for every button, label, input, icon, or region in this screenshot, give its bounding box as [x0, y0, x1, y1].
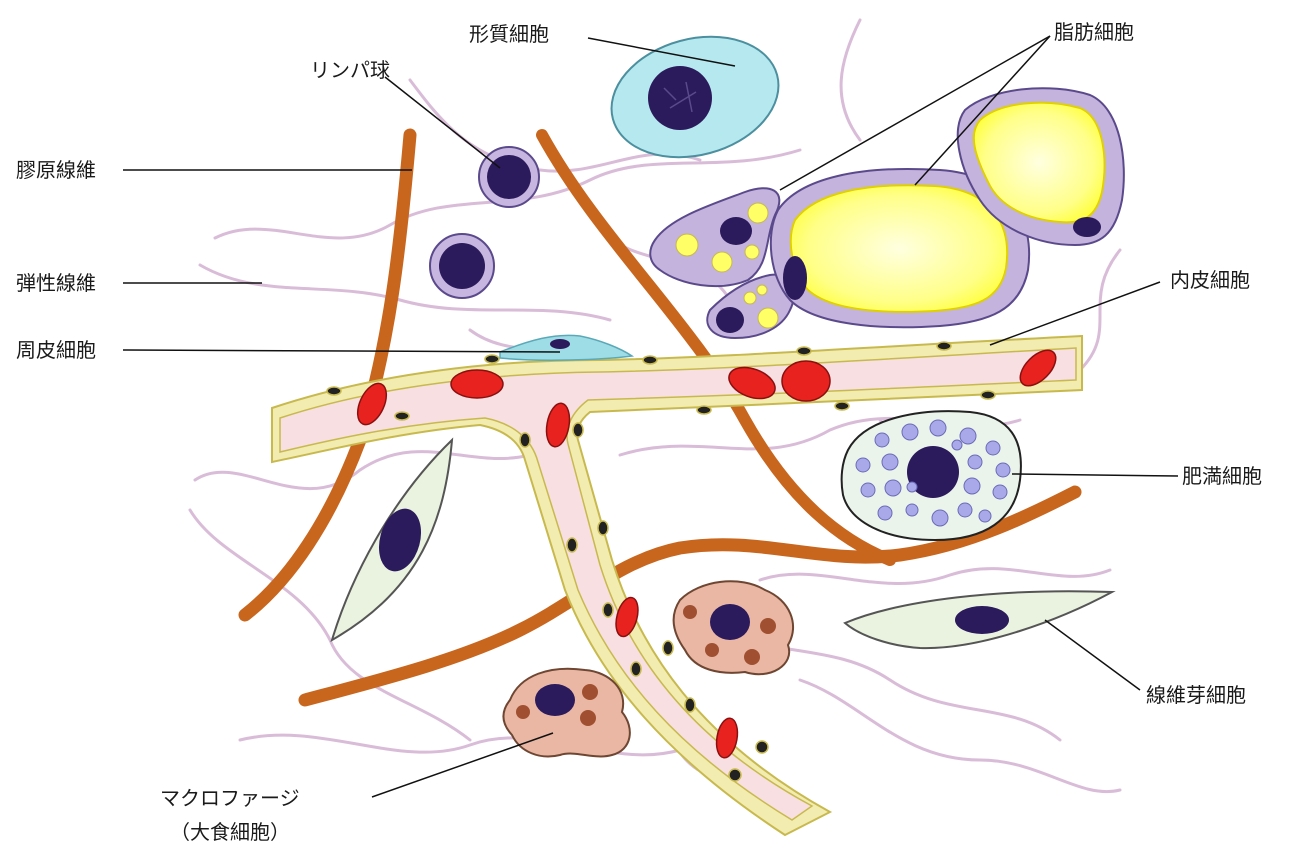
- endothelial-nucleus: [697, 406, 711, 414]
- elastic-fiber: [190, 510, 470, 740]
- elastic-fiber: [200, 265, 610, 320]
- endothelial-nucleus: [981, 391, 995, 399]
- endothelial-nucleus: [643, 356, 657, 364]
- label-mast-cell: 肥満細胞: [1182, 466, 1262, 486]
- endothelial-nucleus: [756, 741, 768, 753]
- endothelial-nucleus: [663, 641, 673, 655]
- leader-macrophage: [372, 733, 553, 797]
- endothelial-nucleus: [327, 387, 341, 395]
- endothelial-nucleus: [685, 698, 695, 712]
- endothelial-nucleus: [729, 769, 741, 781]
- elastic-fiber: [800, 680, 1120, 792]
- label-collagen-fiber: 膠原線維: [16, 160, 96, 180]
- endothelial-nucleus: [598, 521, 608, 535]
- elastic-fiber: [760, 569, 1110, 584]
- endothelial-nucleus: [937, 342, 951, 350]
- red-blood-cell: [782, 361, 830, 401]
- endothelial-nucleus: [520, 433, 530, 447]
- mast-cell: [842, 411, 1021, 540]
- lymphocytes: [430, 147, 539, 298]
- label-elastic-fiber: 弾性線維: [16, 273, 96, 293]
- label-macrophage-alt: （大食細胞）: [170, 822, 290, 842]
- label-adipocyte: 脂肪細胞: [1054, 22, 1134, 42]
- endothelial-nucleus: [485, 355, 499, 363]
- label-endothelial-cell: 内皮細胞: [1170, 270, 1250, 290]
- label-fibroblast: 線維芽細胞: [1146, 685, 1246, 705]
- endothelial-nucleus: [797, 347, 811, 355]
- label-plasma-cell: 形質細胞: [469, 24, 549, 44]
- endothelial-nucleus: [835, 402, 849, 410]
- label-macrophage: マクロファージ: [160, 788, 300, 808]
- red-blood-cell: [451, 370, 503, 398]
- endothelial-nucleus: [395, 412, 409, 420]
- elastic-fiber: [195, 452, 530, 489]
- elastic-fiber: [841, 20, 860, 140]
- endothelial-nucleus: [603, 603, 613, 617]
- pericyte: [500, 335, 632, 360]
- label-pericyte: 周皮細胞: [16, 340, 96, 360]
- label-lymphocyte: リンパ球: [310, 60, 390, 80]
- endothelial-nucleus: [567, 538, 577, 552]
- leader-mast: [1012, 474, 1178, 476]
- plasma-cell: [598, 19, 792, 175]
- endothelial-nucleus: [573, 423, 583, 437]
- leader-fibroblast: [1045, 620, 1140, 690]
- leader-pericyte: [123, 350, 560, 352]
- endothelial-nucleus: [631, 662, 641, 676]
